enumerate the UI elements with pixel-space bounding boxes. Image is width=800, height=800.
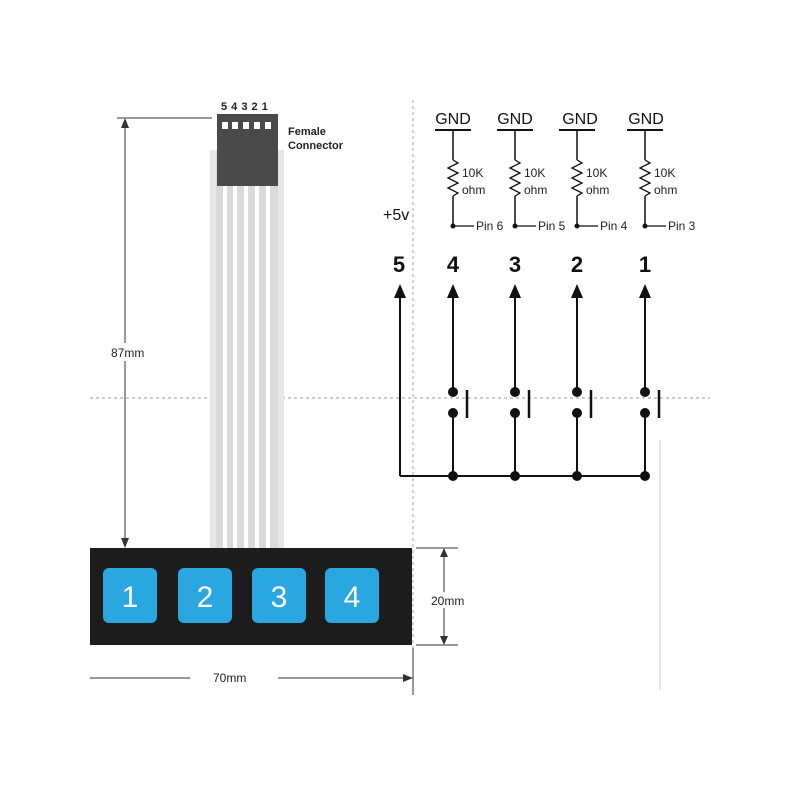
resistor-value-2: 10K bbox=[586, 166, 607, 180]
connector-label-line2: Connector bbox=[288, 140, 344, 152]
pin-label-6: Pin 6 bbox=[476, 219, 504, 233]
gnd-label-4: GND bbox=[435, 111, 471, 128]
connector-pin-numbers: 5 4 3 2 1 bbox=[221, 101, 268, 113]
resistor-value-3: 10K bbox=[524, 166, 545, 180]
key-2-label: 2 bbox=[197, 581, 214, 614]
resistor-unit-1: ohm bbox=[654, 183, 677, 197]
pin-label-3: Pin 3 bbox=[668, 219, 696, 233]
column-label-2: 2 bbox=[571, 252, 583, 277]
width-arrow-right-icon bbox=[403, 674, 413, 682]
key-3[interactable]: 3 bbox=[252, 568, 306, 623]
connector-label-line1: Female bbox=[288, 126, 326, 138]
keypad-height-label: 20mm bbox=[431, 594, 464, 608]
key-4[interactable]: 4 bbox=[325, 568, 379, 623]
height-label: 87mm bbox=[111, 346, 144, 360]
gnd-label-1: GND bbox=[628, 111, 664, 128]
pin-label-4: Pin 4 bbox=[600, 219, 628, 233]
resistor-unit-4: ohm bbox=[462, 183, 485, 197]
schematic bbox=[399, 129, 666, 477]
ribbon-cable bbox=[210, 150, 284, 550]
gnd-label-3: GND bbox=[497, 111, 533, 128]
key-1-label: 1 bbox=[122, 581, 139, 614]
resistor-value-4: 10K bbox=[462, 166, 483, 180]
height-arrow-down-icon bbox=[121, 538, 129, 548]
resistor-unit-3: ohm bbox=[524, 183, 547, 197]
female-connector bbox=[217, 114, 278, 186]
resistor-value-1: 10K bbox=[654, 166, 675, 180]
column-label-5: 5 bbox=[393, 252, 405, 277]
column-label-1: 1 bbox=[639, 252, 651, 277]
junction-dots bbox=[448, 223, 650, 481]
key-1[interactable]: 1 bbox=[103, 568, 157, 623]
keypad-height-arrow-down-icon bbox=[440, 636, 448, 645]
resistor-unit-2: ohm bbox=[586, 183, 609, 197]
column-arrow-icons bbox=[394, 284, 651, 298]
gnd-label-2: GND bbox=[562, 111, 598, 128]
keypad-height-arrow-up-icon bbox=[440, 548, 448, 557]
key-4-label: 4 bbox=[344, 581, 361, 614]
key-3-label: 3 bbox=[271, 581, 288, 614]
supply-label: +5v bbox=[383, 207, 409, 224]
column-label-3: 3 bbox=[509, 252, 521, 277]
key-2[interactable]: 2 bbox=[178, 568, 232, 623]
height-arrow-up-icon bbox=[121, 118, 129, 128]
pin-label-5: Pin 5 bbox=[538, 219, 566, 233]
column-label-4: 4 bbox=[447, 252, 460, 277]
width-label: 70mm bbox=[213, 671, 246, 685]
